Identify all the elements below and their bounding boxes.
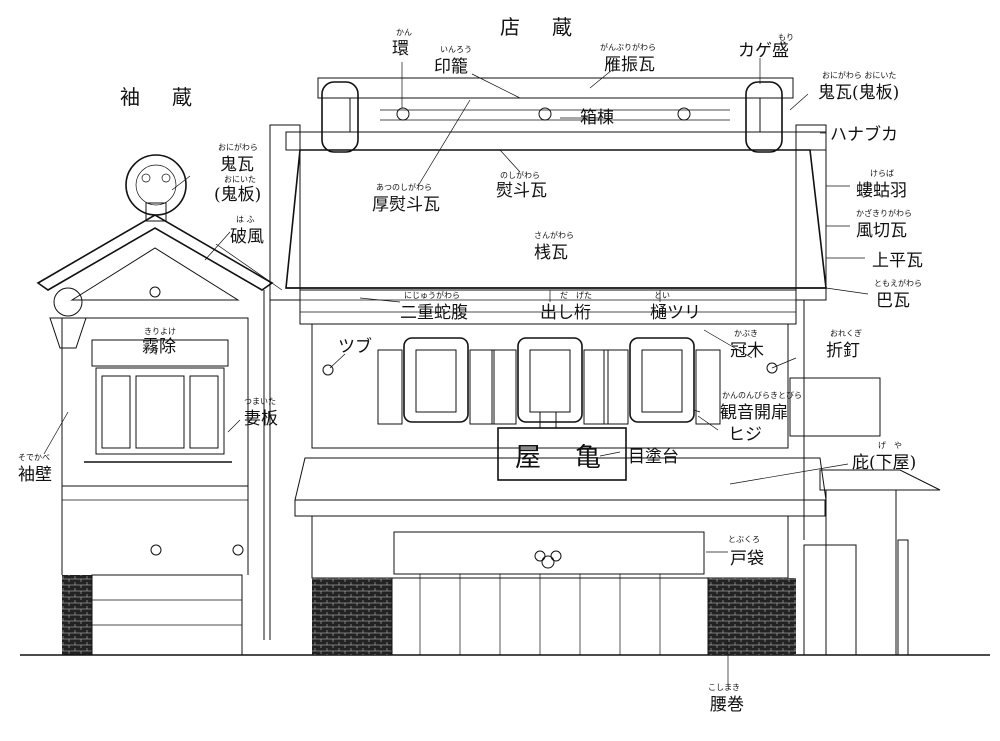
main-title: 店 蔵	[500, 15, 578, 39]
label-text: 妻板	[244, 409, 278, 429]
label-text: ヒジ	[728, 425, 762, 445]
label-text: 桟瓦	[534, 243, 568, 263]
label-text: 目塗台	[628, 446, 679, 467]
label-text: 熨斗瓦	[496, 180, 547, 201]
label-ruby: きりよけ	[144, 327, 176, 336]
label-ruby: もり	[778, 33, 794, 42]
label-ruby: おにがわら おにいた	[822, 70, 896, 80]
labels: かん 環 いんろう 印籠 がんぶりがわら 雁振瓦 もり カゲ盛 おにがわら おに…	[18, 28, 923, 715]
label-text: 雁振瓦	[604, 55, 655, 75]
window-center	[491, 337, 609, 425]
label-ruby: にじゅうがわら	[404, 290, 460, 300]
label-ruby: だ げた	[560, 291, 592, 300]
label-text: ハナブカ	[830, 124, 898, 145]
label-ruby: とぶくろ	[728, 535, 760, 544]
label-text: 環	[392, 39, 409, 59]
label-ruby: けらば	[870, 169, 894, 178]
window-right	[603, 337, 721, 425]
label-text: 上平瓦	[872, 251, 923, 271]
label-ruby: おにがわら	[218, 142, 258, 152]
label-text: 観音開扉	[720, 403, 788, 423]
label-ruby: おにいた	[224, 175, 256, 184]
label-ruby: おれくぎ	[830, 328, 862, 338]
label-text: 庇(下屋)	[852, 453, 916, 473]
main-storehouse: 屋 亀	[263, 77, 827, 656]
label-text: 鬼瓦(鬼板)	[818, 83, 899, 103]
label-ruby: つまいた	[244, 397, 276, 406]
label-ruby: は ふ	[236, 215, 255, 224]
label-text: 箱棟	[580, 108, 614, 128]
label-ruby: のしがわら	[500, 170, 540, 180]
label-text: 袖壁	[18, 465, 52, 485]
leader-lines	[43, 58, 869, 686]
side-storehouse	[20, 154, 990, 656]
side-title: 袖 蔵	[120, 85, 198, 109]
label-text: ツブ	[338, 336, 372, 357]
label-text: 破風	[230, 227, 264, 247]
label-ruby: いんろう	[440, 45, 472, 54]
label-ruby: かん	[396, 28, 412, 37]
label-text: 出し桁	[540, 303, 591, 323]
label-ruby: がんぶりがわら	[600, 42, 656, 52]
window-left	[377, 337, 495, 425]
label-ruby: こしまき	[708, 683, 740, 692]
label-text: 螻蛄羽	[856, 181, 907, 201]
label-text: カゲ盛	[738, 41, 789, 61]
label-ruby: かぶき	[734, 329, 758, 338]
label-ruby: そでかべ	[18, 453, 50, 462]
label-text: 風切瓦	[856, 221, 907, 241]
label-text: 霧除	[142, 337, 176, 357]
label-text: 厚熨斗瓦	[372, 194, 440, 215]
label-text: 樋ツリ	[650, 303, 701, 323]
label-text: 巴瓦	[876, 291, 910, 311]
label-ruby: かざきりがわら	[856, 208, 912, 218]
label-text: 戸袋	[730, 549, 764, 569]
right-annex	[789, 377, 941, 656]
label-ruby: あつのしがわら	[376, 182, 432, 192]
label-text: 腰巻	[710, 695, 744, 715]
label-ruby: とい	[654, 291, 670, 300]
label-ruby: ともえがわら	[874, 278, 922, 288]
label-text: 二重蛇腹	[400, 303, 468, 323]
label-text: 鬼瓦	[220, 155, 254, 175]
label-ruby: げ や	[878, 441, 902, 450]
label-text: 印籠	[434, 56, 468, 77]
label-text: (鬼板)	[214, 185, 261, 205]
label-ruby: かんのんびらきとびら	[722, 391, 802, 400]
label-text: 冠木	[730, 341, 764, 361]
label-text: 折釘	[826, 341, 860, 361]
label-ruby: さんがわら	[534, 230, 574, 240]
